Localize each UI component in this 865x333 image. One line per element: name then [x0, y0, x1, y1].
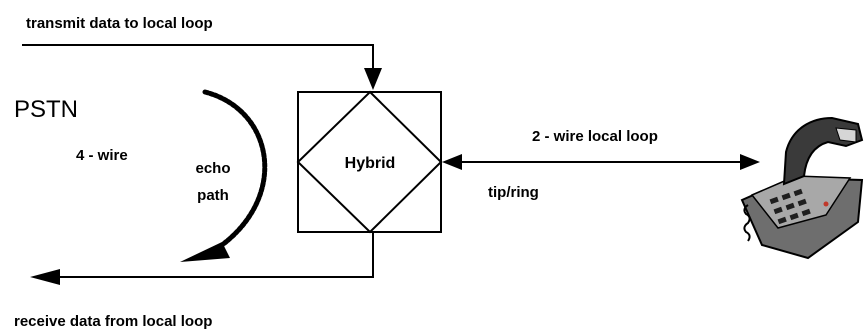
hybrid-diamond: [296, 90, 443, 234]
receive-arrowhead: [30, 269, 60, 285]
tip-ring-label: tip/ring: [488, 184, 539, 201]
receive-label: receive data from local loop: [14, 313, 212, 330]
echo-arrowhead: [180, 242, 230, 262]
transmit-path: [22, 44, 382, 90]
hybrid-block: [296, 90, 443, 234]
echo-path-arc: [180, 89, 268, 262]
transmit-arrowhead: [364, 68, 382, 90]
receive-path: [30, 232, 374, 285]
transmit-label: transmit data to local loop: [26, 15, 213, 32]
four-wire-label: 4 - wire: [76, 147, 128, 164]
loop-arrowhead-left: [442, 154, 462, 170]
two-wire-label: 2 - wire local loop: [532, 128, 658, 145]
echo-label-line2: path: [197, 187, 229, 204]
pstn-label: PSTN: [14, 96, 78, 123]
two-wire-loop-arrow: [442, 154, 760, 170]
echo-label-line1: echo: [195, 160, 230, 177]
loop-arrowhead-right: [740, 154, 760, 170]
hybrid-label: Hybrid: [345, 155, 396, 172]
desk-telephone-icon: [740, 116, 864, 260]
